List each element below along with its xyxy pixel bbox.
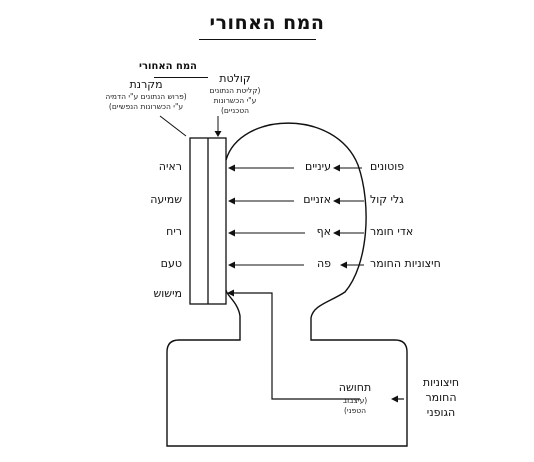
sensation-note-line2: הטפני)	[343, 406, 367, 415]
eye-arrows	[228, 164, 362, 172]
organ-ears: אזניים	[303, 193, 331, 206]
mouth-arrows	[228, 261, 364, 269]
receiver-note-line1: (קליטת הנתונים	[209, 86, 261, 95]
head-body-outline	[166, 122, 408, 447]
organ-nose: אף	[316, 225, 331, 238]
receiver-label: קולטת	[219, 72, 251, 85]
organ-eyes: עיניים	[305, 160, 331, 173]
receiver-arrowhead	[214, 131, 222, 137]
sense-sight: ראיה	[158, 160, 182, 173]
projector-note-line1: (פרוש הנתונים ע"י הדמיה	[105, 92, 187, 101]
ear-arrows	[228, 197, 364, 205]
sense-smell: ריח	[166, 225, 182, 238]
body-external-line2: החומר	[425, 391, 457, 404]
projector-note-line2: ע"י הכשרונות הנפשיים)	[108, 102, 184, 111]
organ-mouth: פה	[316, 257, 331, 270]
title-underline	[199, 39, 316, 40]
sensation-label: תחושה	[338, 381, 372, 394]
receiver-note-line2: ע"י הכשרונות	[213, 96, 257, 105]
sense-hearing: שמיעה	[150, 193, 182, 206]
projector-label: מקרנת	[129, 78, 163, 91]
input-photons: פוטונים	[370, 160, 405, 173]
input-sound-waves: גלי קול	[370, 193, 404, 206]
hindbrain-label-underline	[154, 77, 208, 78]
hindbrain-label: המח האחורי	[139, 61, 197, 72]
touch-pathway	[227, 289, 360, 400]
input-matter-externality: חיצוניות החומר	[370, 257, 441, 270]
sense-touch: מישוש	[153, 287, 182, 300]
body-external-arrow	[391, 395, 404, 403]
receiver-note-line3: הטכניים)	[221, 106, 249, 115]
projector-leader	[159, 115, 187, 137]
body-external-line3: הגופני	[426, 406, 456, 419]
nose-arrows	[228, 229, 364, 237]
page-title: המח האחורי	[209, 12, 325, 34]
input-matter-vapors: אדי חומר	[370, 225, 414, 238]
sensation-note-line1: (עיצבוב	[342, 396, 368, 405]
body-external-line1: חיצוניות	[422, 376, 460, 389]
sense-taste: טעם	[160, 257, 182, 270]
